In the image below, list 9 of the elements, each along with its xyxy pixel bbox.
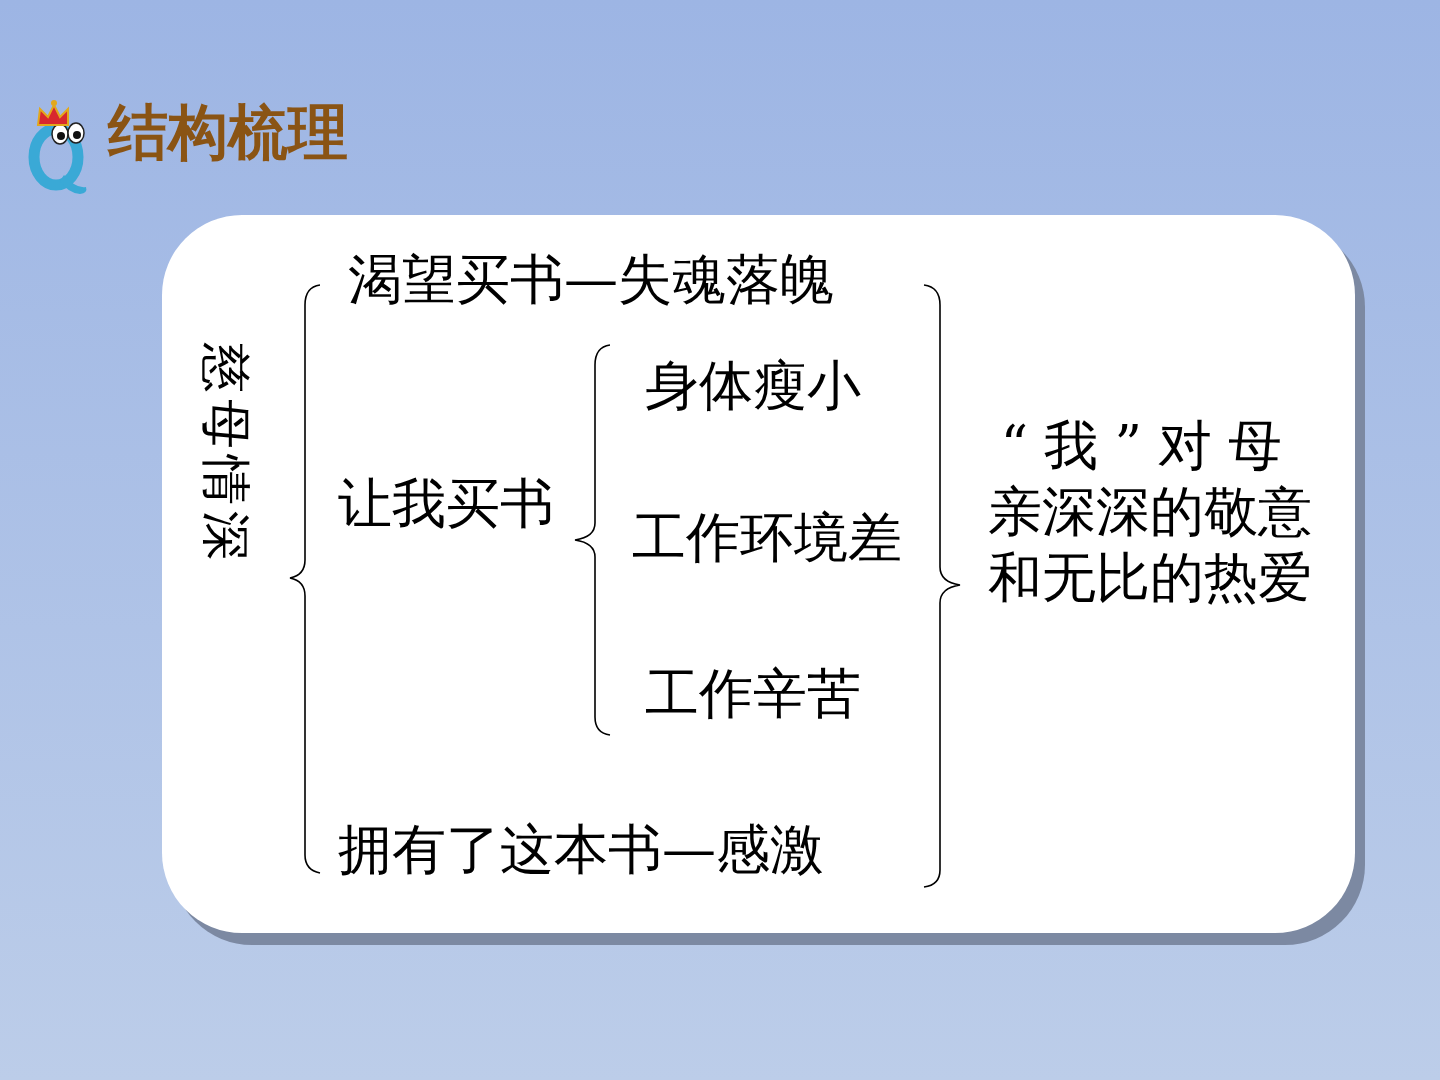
conclusion-text: “我”对母亲深深的敬意和无比的热爱 bbox=[986, 413, 1313, 611]
vertical-heading: 慈母情深 bbox=[198, 343, 254, 567]
reason-text: 工作环境差 bbox=[632, 507, 902, 569]
reason-text: 工作辛苦 bbox=[645, 663, 861, 725]
topic-text: 渴望买书—失魂落魄 bbox=[348, 249, 834, 311]
reason-text: 身体瘦小 bbox=[645, 355, 861, 417]
topic-text: 拥有了这本书—感激 bbox=[338, 819, 824, 881]
topic-text: 让我买书 bbox=[338, 473, 554, 535]
heading: 结构梳理 bbox=[108, 96, 348, 168]
